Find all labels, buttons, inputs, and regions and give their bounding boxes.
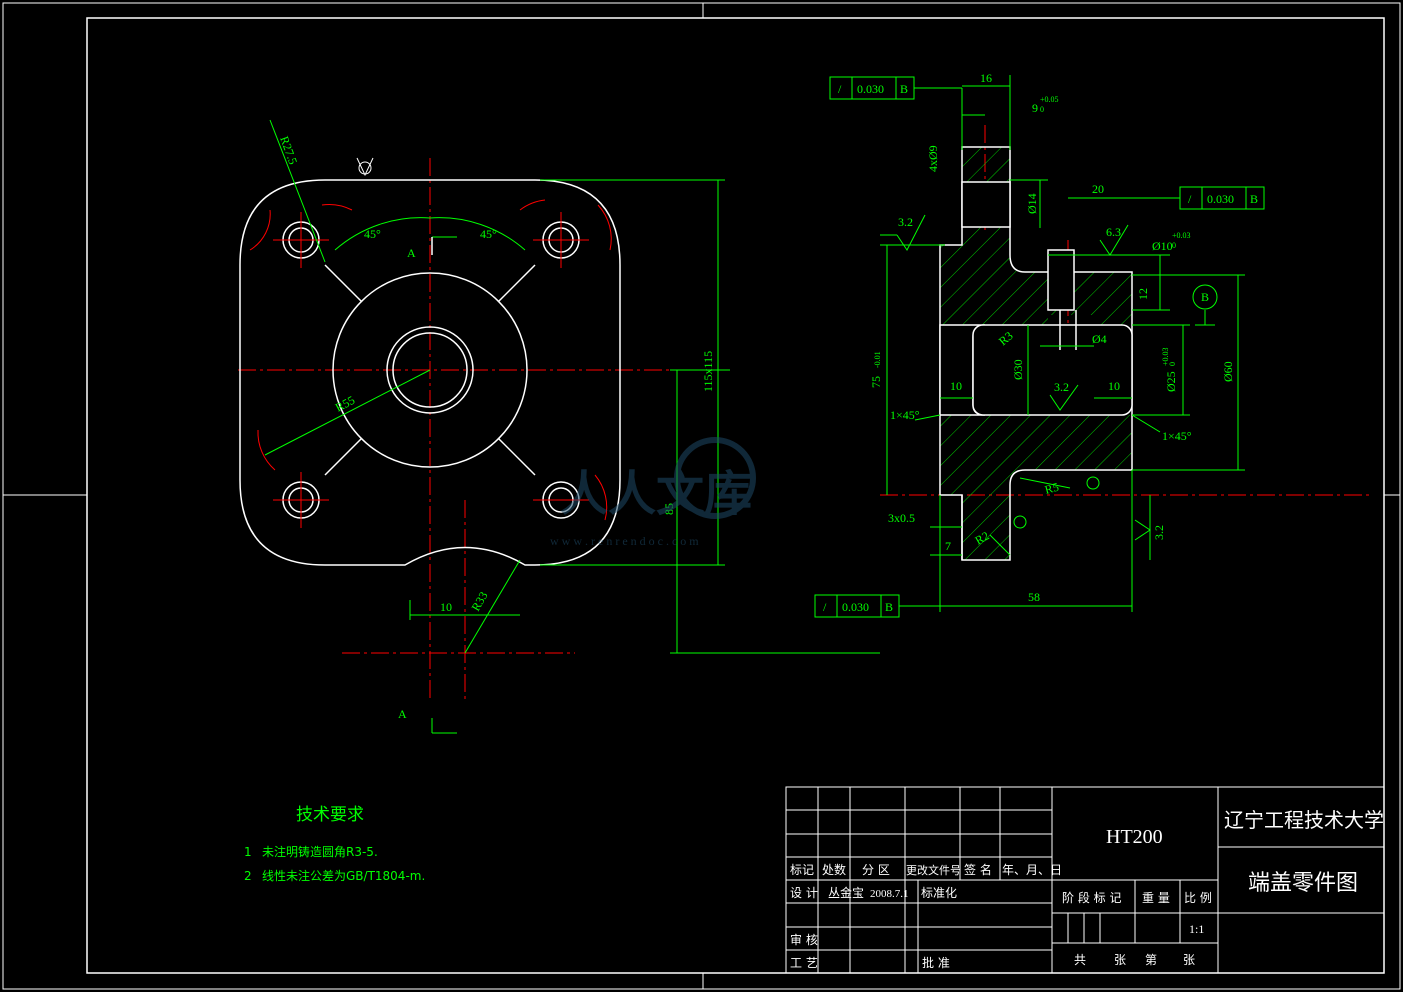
dim-4x9: 4xØ9	[926, 145, 940, 172]
dim-7: 7	[945, 539, 951, 553]
dim-14: Ø14	[1025, 193, 1039, 214]
design-date: 2008.7.1	[870, 888, 909, 900]
sheet-label-2: 张	[1183, 953, 1195, 967]
rough-32-top: 3.2	[898, 215, 913, 229]
flange-outline	[239, 179, 621, 566]
designer-name: 丛金宝	[828, 885, 864, 900]
section-hatch	[940, 147, 1132, 560]
title-block-text: HT200 辽宁工程技术大学 端盖零件图 标记 处数 分 区 更改文件号 签 名…	[790, 808, 1384, 970]
dim-9: 9	[1032, 101, 1038, 115]
dim-phi60: Ø60	[1221, 361, 1235, 382]
dim-phi25-upper: +0.03	[1161, 347, 1170, 366]
svg-text:/: /	[823, 600, 827, 614]
chamfer-right: 1×45°	[1162, 429, 1192, 443]
dim-10-right: 10	[1108, 379, 1120, 393]
header-change-doc: 更改文件号	[906, 863, 961, 877]
sheets-label: 张	[1114, 953, 1126, 967]
front-dim-115-label: 115x115	[701, 351, 715, 392]
dim-9-lower: 0	[1040, 105, 1044, 114]
chamfer-left: 1×45°	[890, 408, 920, 422]
dim-10h-upper: +0.03	[1172, 231, 1191, 240]
dim-75-tol: -0.01	[873, 351, 882, 368]
dim-12: 12	[1136, 288, 1150, 300]
front-r33-label: R33	[468, 589, 490, 613]
material-label: HT200	[1106, 826, 1163, 848]
rough-32-right: 3.2	[1152, 525, 1166, 540]
review-label: 审 核	[790, 932, 818, 947]
tech-title: 技术要求	[296, 805, 364, 825]
dim-3x05: 3x0.5	[888, 511, 915, 525]
weight-label: 重 量	[1142, 891, 1170, 905]
watermark-text: 人人文库	[560, 466, 752, 522]
center-lines	[238, 158, 730, 700]
dim-10-left: 10	[950, 379, 962, 393]
section-mark-a: A	[407, 246, 416, 260]
stage-label: 阶 段 标 记	[1062, 890, 1121, 905]
dim-9-upper: +0.05	[1040, 95, 1059, 104]
front-dim-85-label: 85	[662, 503, 676, 515]
scale-value: 1:1	[1189, 922, 1204, 936]
section-outline	[939, 146, 1133, 561]
total-label: 共	[1074, 953, 1086, 967]
rough-32-mid: 3.2	[1054, 380, 1069, 394]
school-name: 辽宁工程技术大学	[1224, 808, 1384, 832]
dim-10h-lower: 0	[1172, 241, 1176, 250]
tech-item-2-num: 2	[244, 869, 252, 883]
tol-right-value: 0.030	[1207, 192, 1234, 206]
tol-bottom-datum: B	[885, 600, 893, 614]
dim-phi4: Ø4	[1092, 332, 1107, 346]
tol-right-datum: B	[1250, 192, 1258, 206]
dim-10h: Ø10	[1152, 239, 1173, 253]
side-view: / 0.030 B / 0.030 B / 0.030 B 16 9 +0.05…	[814, 71, 1370, 618]
tech-item-2-text: 线性未注公差为GB/T1804-m.	[262, 868, 425, 883]
tol-bottom-value: 0.030	[842, 600, 869, 614]
header-mark: 标记	[790, 863, 814, 877]
standardization-label: 标准化	[921, 886, 957, 900]
front-dim-10-label: 10	[440, 600, 452, 614]
dim-phi25: Ø25	[1164, 371, 1178, 392]
angle-left-label: 45°	[364, 227, 381, 241]
tech-requirements: 技术要求 1 未注明铸造圆角R3-5. 2 线性未注公差为GB/T1804-m.	[244, 805, 425, 883]
angle-right-label: 45°	[480, 227, 497, 241]
dim-75: 75	[869, 376, 883, 388]
design-label: 设 计	[790, 886, 818, 900]
datum-b: B	[1201, 290, 1209, 304]
front-view: R27.5 45° 45° R55 10 R33 115x115 85 A A	[238, 119, 880, 734]
front-r27-label: R27.5	[277, 134, 300, 166]
process-label: 工 艺	[790, 956, 818, 970]
r2-label: R2	[973, 528, 992, 547]
dim-20: 20	[1092, 182, 1104, 196]
header-count: 处数	[822, 862, 846, 877]
dim-58: 58	[1028, 590, 1040, 604]
header-date: 年、月、日	[1002, 863, 1062, 877]
dim-phi25-lower: 0	[1168, 362, 1177, 366]
sheet-no-label: 第	[1145, 953, 1157, 967]
section-mark-a-bottom: A	[398, 707, 407, 721]
watermark-url: w w w . r e n r e n d o c . c o m	[550, 534, 699, 548]
tech-item-1-text: 未注明铸造圆角R3-5.	[262, 844, 378, 859]
rough-63: 6.3	[1106, 225, 1121, 239]
svg-text:/: /	[1188, 192, 1192, 206]
svg-text:/: /	[838, 82, 842, 96]
tol-top-datum: B	[900, 82, 908, 96]
watermark: 人人文库 w w w . r e n r e n d o c . c o m	[550, 437, 756, 548]
header-sign: 签 名	[964, 862, 992, 877]
drawing-name: 端盖零件图	[1248, 871, 1358, 896]
dim-phi30: Ø30	[1011, 359, 1025, 380]
dim-16: 16	[980, 71, 992, 85]
title-block	[785, 786, 1385, 974]
tol-top-value: 0.030	[857, 82, 884, 96]
header-zone: 分 区	[862, 863, 890, 877]
tech-item-1-num: 1	[244, 845, 252, 859]
r5-label: R5	[1043, 480, 1060, 497]
scale-label: 比 例	[1184, 891, 1212, 905]
approve-label: 批 准	[922, 955, 950, 970]
r3-label: R3	[996, 329, 1016, 349]
